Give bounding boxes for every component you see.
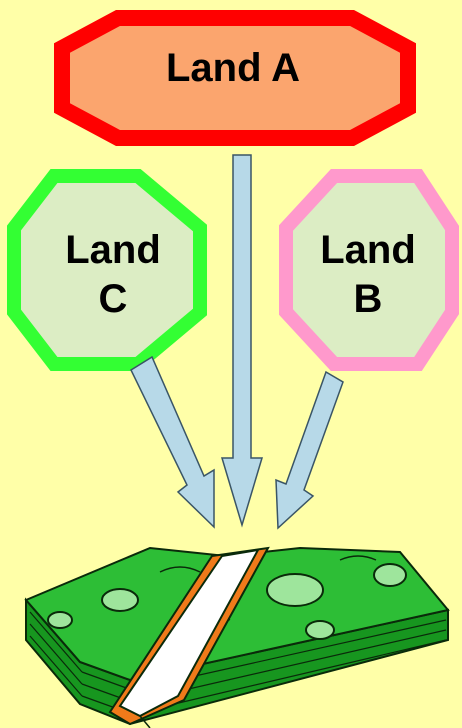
land-c-label-line1: Land xyxy=(65,228,161,272)
land-b-shape xyxy=(279,169,459,371)
land-b-label-line2: B xyxy=(353,276,383,321)
land-b-label-line1: Land xyxy=(320,228,416,272)
land-c-shape xyxy=(7,169,207,371)
land-a-shape xyxy=(54,10,416,146)
arrow-from-land-a xyxy=(220,154,264,528)
money-stack-icon xyxy=(24,546,450,728)
land-b-label: Land B xyxy=(283,226,453,324)
land-c-label-line2: C xyxy=(98,276,128,321)
land-c-label: Land C xyxy=(28,226,198,324)
arrow-from-land-b xyxy=(275,370,344,530)
arrow-from-land-c xyxy=(130,355,215,529)
land-a-label: Land A xyxy=(165,46,301,90)
